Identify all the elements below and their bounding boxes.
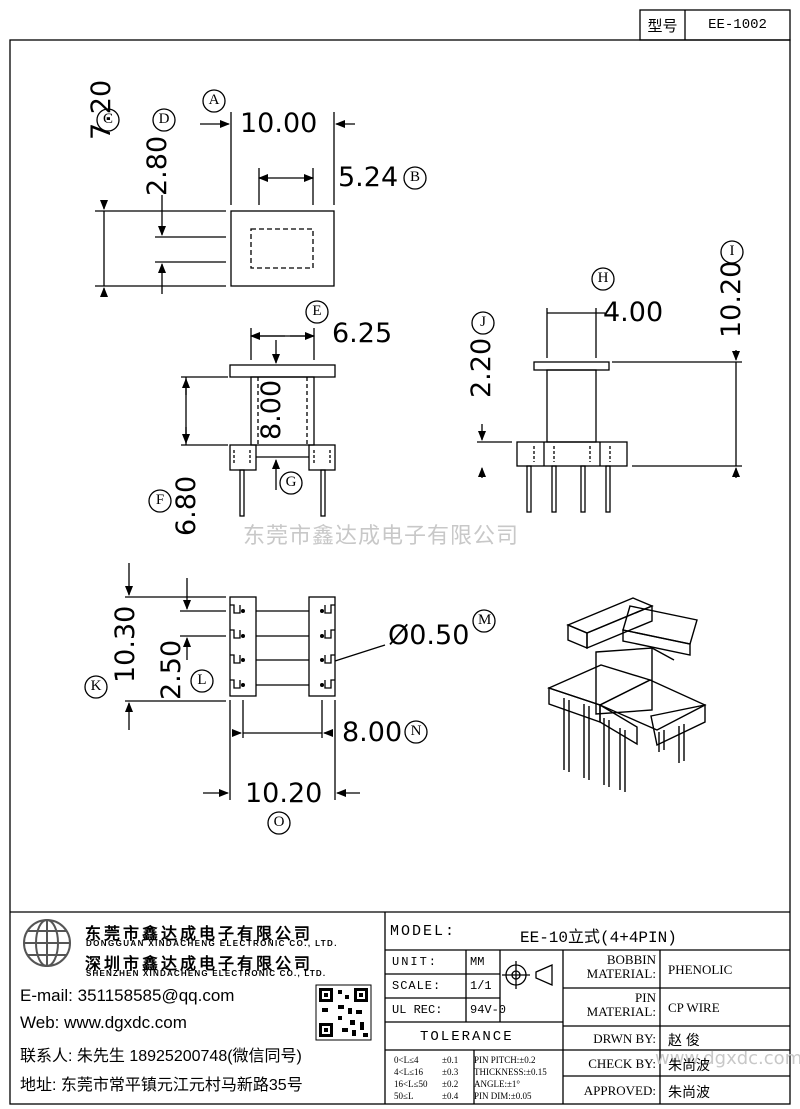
scale-value: 1/1 [470, 979, 492, 993]
company-name-2: 深圳市鑫达成电子有限公司 [85, 956, 314, 973]
model-type-label: 型号 [647, 17, 678, 35]
dim-e-value: 6.25 [332, 318, 393, 349]
marker-g: G [285, 474, 297, 490]
company-name-en-2: SHENZHEN XINDACHENG ELECTRONIC CO., LTD. [86, 969, 327, 978]
company-email: E-mail: 351158585@qq.com [20, 986, 235, 1005]
check-by-label: CHECK BY: [588, 1056, 656, 1071]
marker-a: A [208, 92, 220, 108]
tolerance-label: TOLERANCE [420, 1029, 514, 1045]
title-block-grid [384, 912, 790, 1104]
ulrec-value: 94V-0 [470, 1003, 507, 1017]
dim-h-value: 4.00 [603, 297, 664, 328]
marker-m: M [478, 612, 492, 628]
company-logo-icon [23, 919, 71, 967]
front-view [181, 328, 336, 517]
ulrec-label: UL REC: [392, 1003, 443, 1017]
watermark-url: www.dgxdc.com [655, 1048, 800, 1069]
qr-code-icon [315, 984, 372, 1041]
marker-l: L [197, 672, 207, 688]
unit-value: MM [470, 955, 485, 969]
drawing-frame [9, 39, 791, 1105]
company-contact: 联系人: 朱先生 18925200748(微信同号) [20, 1048, 302, 1065]
marker-b: B [409, 169, 420, 185]
projection-symbol-icon [502, 961, 553, 989]
dim-n-value: 8.00 [342, 717, 403, 748]
dim-l-value: 2.50 [156, 639, 187, 700]
bottom-view [125, 563, 386, 800]
marker-k: K [90, 678, 102, 694]
dim-k-value: 10.30 [110, 605, 141, 683]
marker-f: F [155, 492, 165, 508]
watermark-company: 东莞市鑫达成电子有限公司 [243, 524, 520, 549]
check-by-value: 朱尚波 [668, 1057, 710, 1073]
dim-a-value: 10.00 [240, 108, 318, 139]
unit-label: UNIT: [392, 955, 439, 969]
type-box [639, 9, 791, 41]
company-name-1: 东莞市鑫达成电子有限公司 [85, 926, 314, 943]
dim-d-value: 2.80 [142, 135, 173, 196]
dim-i-value: 10.20 [716, 260, 747, 338]
company-name-en-1: DONGGUAN XINDACHENG ELECTRONIC CO., LTD. [86, 939, 338, 948]
isometric-view [547, 597, 707, 792]
company-web: Web: www.dgxdc.com [20, 1013, 187, 1032]
marker-o: O [273, 814, 285, 830]
model-type-value: EE-1002 [708, 17, 767, 33]
model-label: MODEL: [390, 923, 457, 940]
marker-j: J [480, 314, 486, 330]
bobbin-material-label: BOBBIN MATERIAL: [586, 952, 656, 981]
drawn-by-label: DRWN BY: [593, 1031, 656, 1046]
marker-c: C [102, 111, 113, 127]
marker-h: H [597, 270, 609, 286]
model-value: EE-10立式(4+4PIN) [520, 929, 677, 947]
side-view [477, 308, 742, 513]
marker-d: D [158, 111, 170, 127]
pin-material-label: PIN MATERIAL: [586, 990, 656, 1019]
dim-g-value: 8.00 [256, 379, 287, 440]
bobbin-material-value: PHENOLIC [668, 962, 733, 977]
pin-material-value: CP WIRE [668, 1000, 720, 1015]
top-view [95, 112, 355, 297]
approved-label: APPROVED: [583, 1083, 656, 1098]
dim-m-value: Ø0.50 [388, 620, 470, 651]
dim-j-value: 2.20 [466, 337, 497, 398]
marker-i: I [729, 243, 735, 259]
marker-e: E [312, 303, 322, 319]
drawn-by-value: 赵 俊 [668, 1032, 700, 1048]
marker-n: N [410, 723, 422, 739]
dim-b-value: 5.24 [338, 162, 399, 193]
dim-c-value: 7.20 [86, 79, 117, 140]
scale-label: SCALE: [392, 979, 442, 993]
dim-o-value: 10.20 [245, 778, 323, 809]
approved-value: 朱尚波 [668, 1084, 710, 1100]
dim-f-value: 6.80 [171, 475, 202, 536]
company-address: 地址: 东莞市常平镇元江元村马新路35号 [20, 1077, 303, 1094]
